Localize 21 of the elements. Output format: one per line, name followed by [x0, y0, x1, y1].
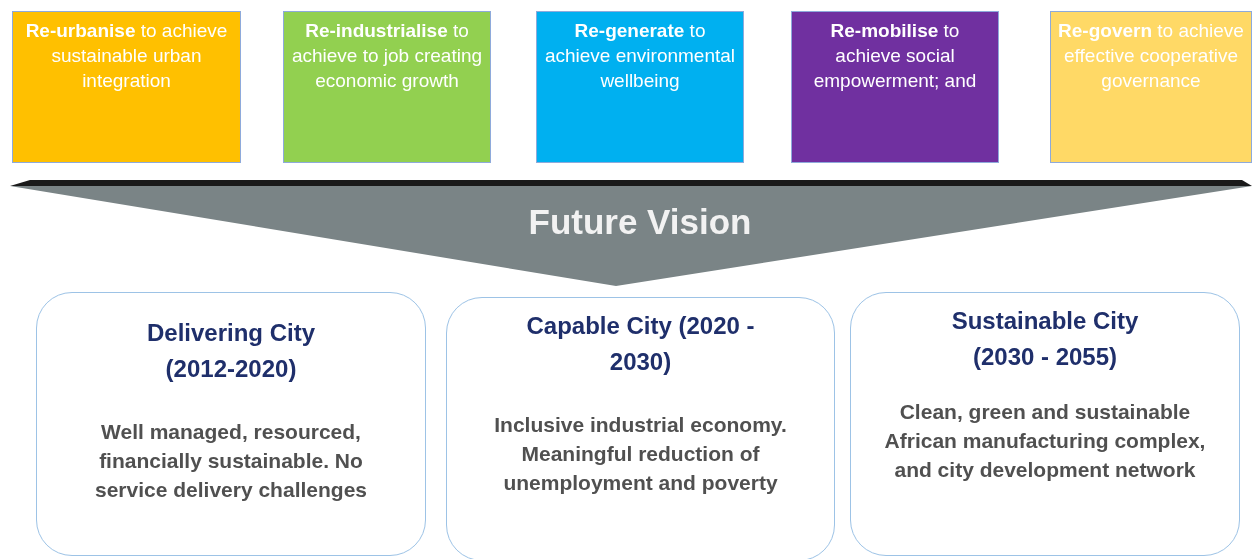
box-text: Re-mobilise to achieve social empowerment; and — [812, 19, 978, 93]
colored-box — [283, 11, 491, 163]
rounded-card — [446, 297, 835, 559]
colored-box — [12, 11, 241, 163]
box-text: Re-industrialise to achieve to job creating economic growth — [290, 19, 484, 93]
box-text: Re-urbanise to achieve sustainable urban integration — [24, 19, 229, 93]
colored-box — [791, 11, 999, 163]
colored-box — [536, 11, 744, 163]
rounded-card — [36, 292, 426, 556]
card-heading: Capable City (2020 - 2030) — [525, 311, 756, 377]
card-body: Well managed, resourced, financially sustainable. No service delivery challenges — [94, 419, 368, 503]
colored-box — [1050, 11, 1252, 163]
rounded-card — [850, 292, 1240, 556]
box-text: Re-generate to achieve environmental wellbeing — [543, 19, 737, 93]
card-heading: Sustainable City (2030 - 2055) — [950, 306, 1140, 372]
card-body: Inclusive industrial economy. Meaningful reduction of unemployment and poverty — [493, 412, 788, 496]
box-text: Re-govern to achieve effective cooperative governance — [1057, 19, 1245, 93]
card-heading: Delivering City (2012-2020) — [145, 318, 316, 384]
card-body: Clean, green and sustainable African manufacturing complex, and city development network — [883, 399, 1207, 483]
banner-title: Future Vision — [527, 201, 753, 243]
chevron-banner — [10, 180, 1252, 286]
